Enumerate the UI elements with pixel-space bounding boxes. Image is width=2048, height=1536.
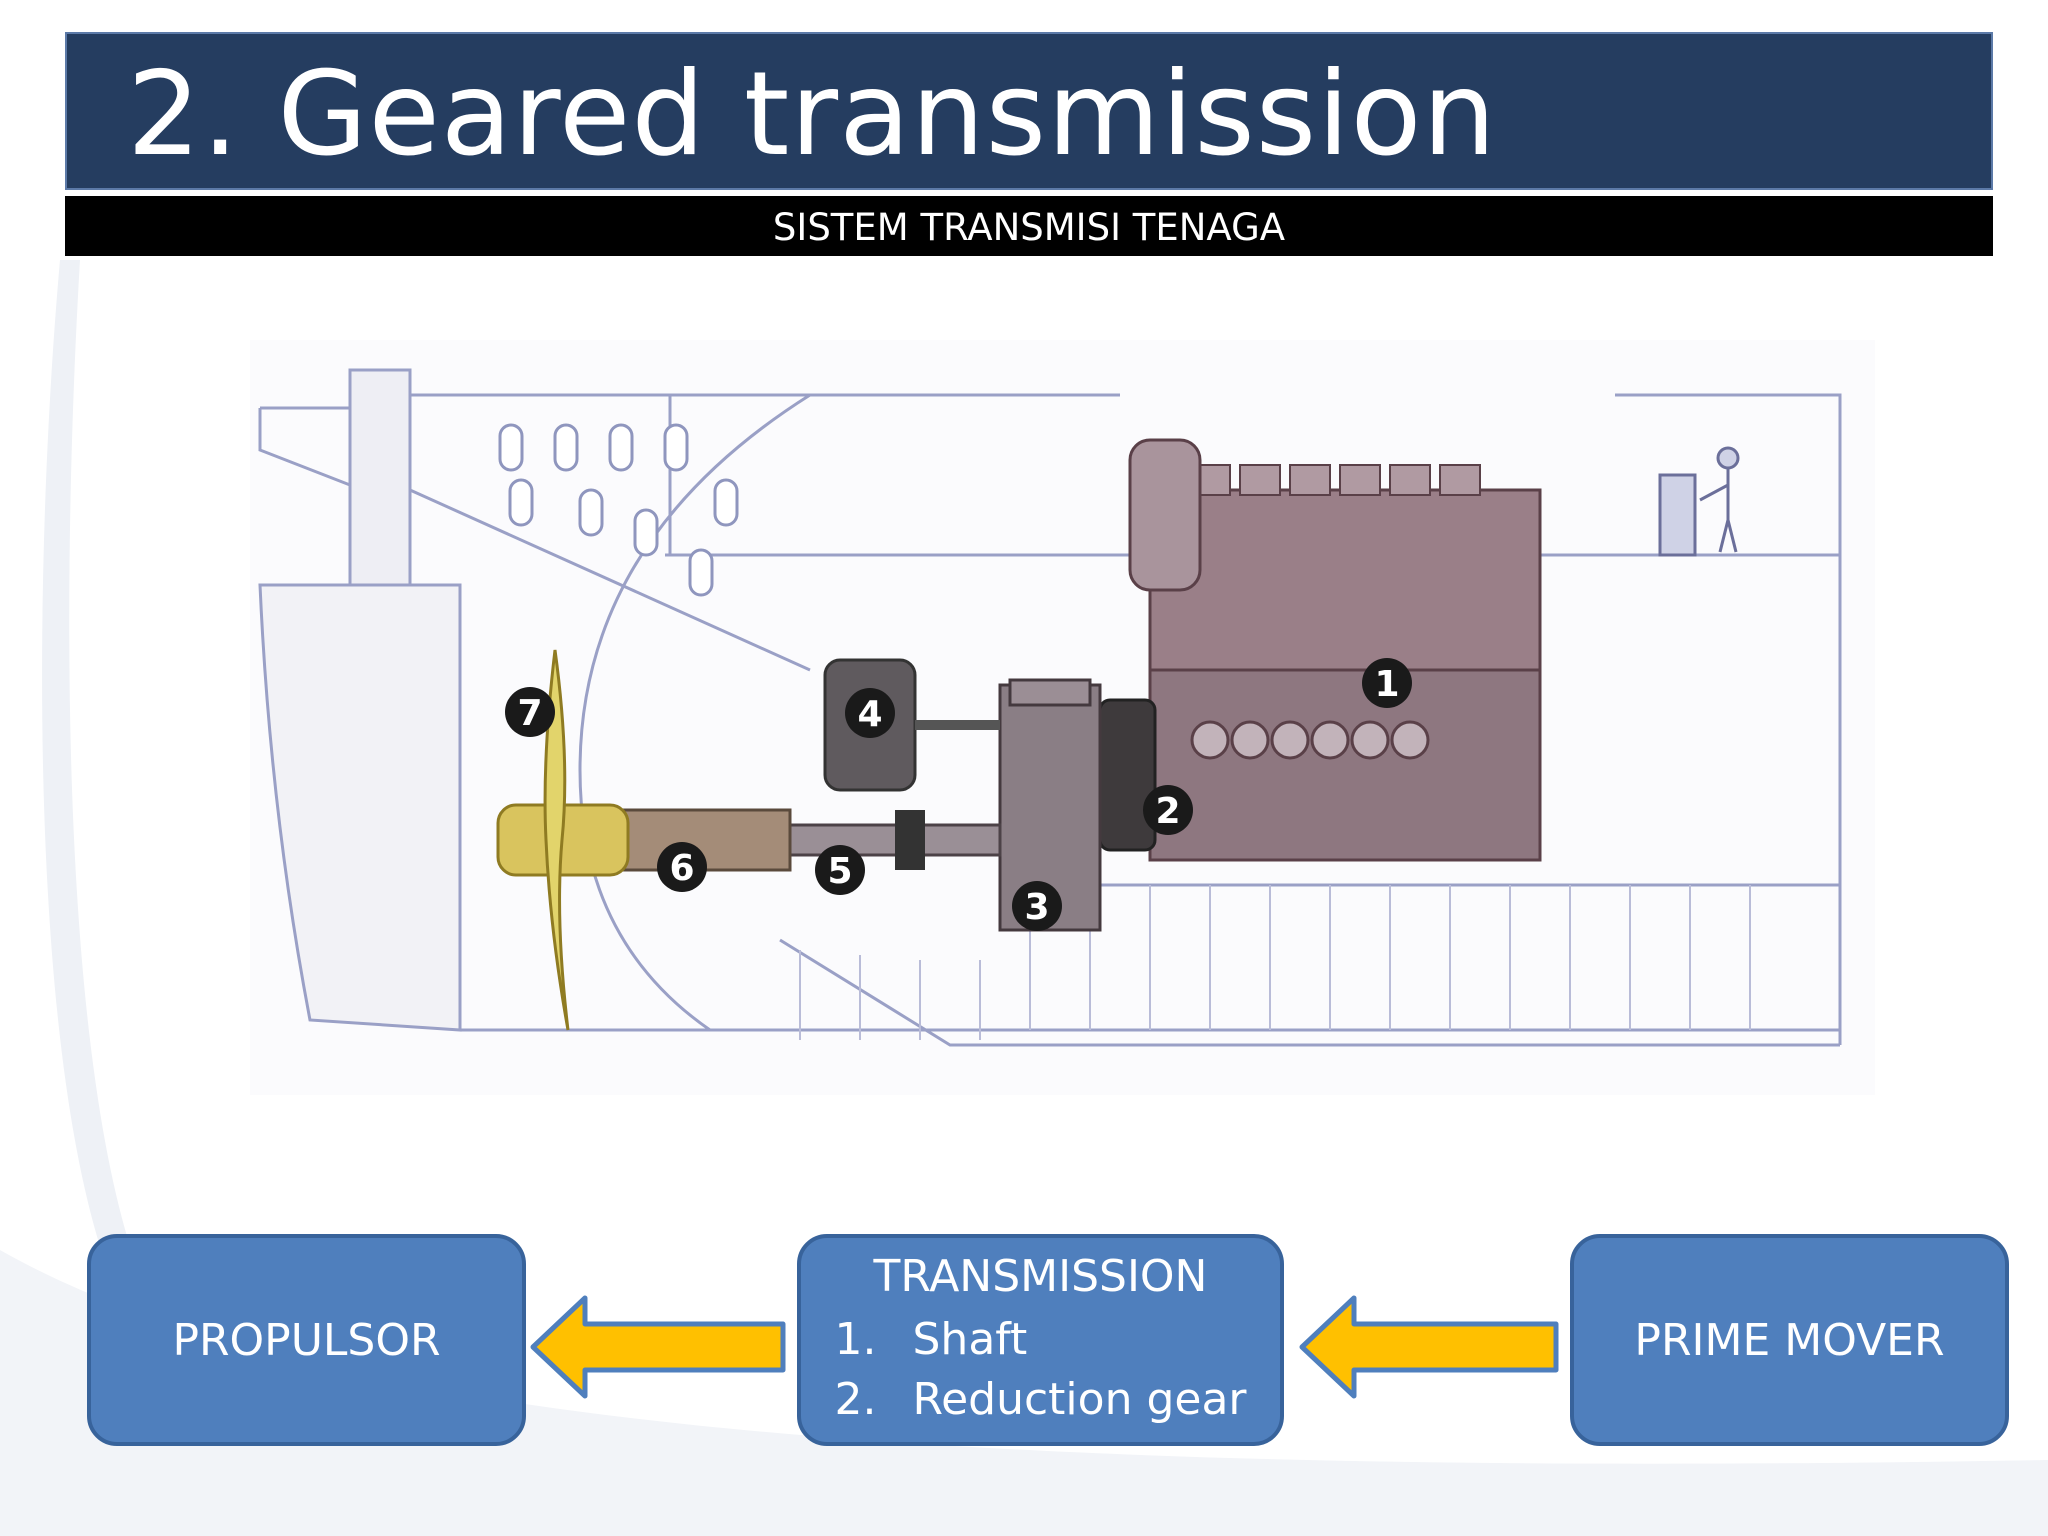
propulsor-box: PROPULSOR xyxy=(87,1234,526,1446)
intermediate-shaft xyxy=(778,823,1002,857)
list-item-label: Shaft xyxy=(912,1313,1028,1365)
callout-1: 1 xyxy=(1362,658,1412,708)
callout-3-label: 3 xyxy=(1024,887,1049,928)
callout-6: 6 xyxy=(657,842,707,892)
arrow-left-icon xyxy=(1299,1295,1559,1399)
callout-4: 4 xyxy=(845,688,895,738)
prime-mover-label: PRIME MOVER xyxy=(1634,1314,1945,1366)
propeller xyxy=(496,649,630,1031)
transmission-heading: TRANSMISSION xyxy=(873,1250,1208,1302)
list-item-number: 1. xyxy=(834,1313,877,1365)
callout-4-label: 4 xyxy=(857,694,882,735)
propulsor-label: PROPULSOR xyxy=(172,1314,441,1366)
main-engine xyxy=(1128,438,1542,862)
coupling xyxy=(1098,698,1157,852)
slide-title: 2. Geared transmission xyxy=(127,47,1497,182)
callout-6-label: 6 xyxy=(669,848,694,889)
transmission-list: 1. Shaft 2. Reduction gear xyxy=(835,1310,1247,1430)
slide-subtitle: SISTEM TRANSMISI TENAGA xyxy=(772,206,1286,249)
callout-1-label: 1 xyxy=(1374,664,1399,705)
callout-5: 5 xyxy=(815,845,865,895)
callout-7: 7 xyxy=(505,687,555,737)
portholes xyxy=(498,423,739,597)
callout-2-label: 2 xyxy=(1155,791,1180,832)
shaft-coupling xyxy=(895,810,925,870)
list-item-label: Reduction gear xyxy=(912,1373,1247,1425)
list-item-number: 2. xyxy=(834,1373,877,1425)
list-item: 1. Shaft xyxy=(835,1310,1247,1370)
callout-3: 3 xyxy=(1012,881,1062,931)
hull-outline xyxy=(258,368,1842,1047)
geared-transmission-illustration: 1 2 3 4 5 6 7 xyxy=(250,340,1875,1095)
subtitle-bar: SISTEM TRANSMISI TENAGA xyxy=(65,196,1993,256)
callout-7-label: 7 xyxy=(517,693,542,734)
transmission-box: TRANSMISSION 1. Shaft 2. Reduction gear xyxy=(797,1234,1284,1446)
list-item: 2. Reduction gear xyxy=(835,1370,1247,1430)
arrow-left-icon xyxy=(530,1295,786,1399)
prime-mover-box: PRIME MOVER xyxy=(1570,1234,2009,1446)
callout-2: 2 xyxy=(1143,785,1193,835)
title-bar: 2. Geared transmission xyxy=(65,32,1993,190)
operator-figure xyxy=(1658,446,1740,557)
callout-5-label: 5 xyxy=(827,851,852,892)
